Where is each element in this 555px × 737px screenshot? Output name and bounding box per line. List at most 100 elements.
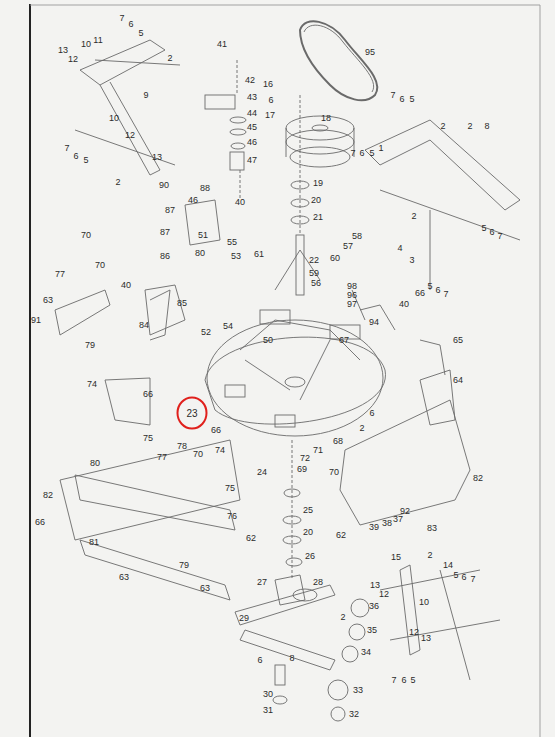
callout-number: 7 — [63, 143, 70, 153]
callout-number: 2 — [166, 53, 173, 63]
callout-number: 13 — [57, 45, 69, 55]
callout-number: 3 — [408, 255, 415, 265]
callout-number: 6 — [127, 19, 134, 29]
callout-number: 94 — [368, 317, 380, 327]
callout-number: 14 — [442, 560, 454, 570]
callout-number: 7 — [349, 148, 356, 158]
callout-number: 44 — [246, 108, 258, 118]
callout-number: 5 — [452, 570, 459, 580]
callout-number: 12 — [124, 130, 136, 140]
callout-number: 55 — [226, 237, 238, 247]
callout-number: 70 — [328, 467, 340, 477]
callout-number: 41 — [216, 39, 228, 49]
callout-number: 11 — [92, 35, 103, 45]
callout-number: 56 — [310, 278, 322, 288]
callout-number: 7 — [469, 574, 476, 584]
callout-number: 7 — [118, 13, 125, 23]
callout-number: 20 — [310, 195, 322, 205]
callout-number: 24 — [256, 467, 268, 477]
callout-number: 82 — [42, 490, 54, 500]
callout-number: 87 — [159, 227, 171, 237]
callout-number: 2 — [358, 423, 365, 433]
callout-number: 39 — [368, 522, 380, 532]
callout-number: 90 — [158, 180, 170, 190]
callout-number: 80 — [89, 458, 101, 468]
callout-number: 40 — [120, 280, 132, 290]
callout-number: 6 — [400, 675, 407, 685]
callout-number: 34 — [360, 647, 372, 657]
callout-number: 60 — [329, 253, 341, 263]
callout-number: 23 — [186, 408, 197, 419]
callout-number: 10 — [80, 39, 92, 49]
callout-number: 4 — [396, 243, 403, 253]
callout-number: 75 — [224, 483, 236, 493]
callout-number: 80 — [194, 248, 206, 258]
callout-number: 79 — [178, 560, 190, 570]
callout-number: 12 — [67, 54, 79, 64]
callout-number: 7 — [390, 675, 397, 685]
callout-number: 66 — [210, 425, 222, 435]
callout-number: 12 — [378, 589, 390, 599]
callout-number: 66 — [414, 288, 426, 298]
callout-number: 61 — [253, 249, 265, 259]
callout-number: 62 — [245, 533, 257, 543]
callout-number: 91 — [30, 315, 42, 325]
callout-number: 58 — [351, 231, 363, 241]
callout-number: 6 — [358, 148, 365, 158]
callout-number: 40 — [234, 197, 246, 207]
callout-number: 31 — [262, 705, 274, 715]
callout-number: 2 — [410, 211, 417, 221]
callout-number: 6 — [398, 94, 405, 104]
callout-number: 27 — [256, 577, 268, 587]
callout-number: 32 — [348, 709, 360, 719]
callout-number: 38 — [381, 518, 393, 528]
callout-number: 82 — [472, 473, 484, 483]
callout-number: 42 — [244, 75, 256, 85]
callout-number: 46 — [246, 137, 258, 147]
callout-number: 17 — [264, 110, 276, 120]
callout-number: 10 — [108, 113, 120, 123]
callout-number: 12 — [408, 627, 420, 637]
callout-number: 9 — [142, 90, 149, 100]
callout-number: 35 — [366, 625, 378, 635]
callout-number: 5 — [137, 28, 144, 38]
callout-number: 5 — [426, 281, 433, 291]
callout-number: 6 — [368, 408, 375, 418]
callout-number: 28 — [312, 577, 324, 587]
callout-number: 20 — [302, 527, 314, 537]
callout-number: 45 — [246, 122, 258, 132]
callout-number: 2 — [114, 177, 121, 187]
callout-number: 46 — [187, 195, 199, 205]
callout-number: 86 — [159, 251, 171, 261]
callout-number: 6 — [434, 285, 441, 295]
callout-number: 96 — [346, 290, 358, 300]
callout-number: 13 — [151, 152, 163, 162]
callout-number: 77 — [54, 269, 66, 279]
callout-number: 98 — [346, 281, 358, 291]
callout-number: 6 — [267, 95, 274, 105]
callout-number: 53 — [230, 251, 242, 261]
callout-number: 59 — [308, 268, 320, 278]
callout-number: 2 — [426, 550, 433, 560]
callout-number: 36 — [368, 601, 380, 611]
callout-number: 40 — [398, 299, 410, 309]
callout-number: 43 — [246, 92, 258, 102]
callout-number: 1 — [377, 143, 384, 153]
callout-number: 83 — [426, 523, 438, 533]
callout-number: 75 — [142, 433, 154, 443]
callout-number: 5 — [480, 223, 487, 233]
callout-number: 21 — [312, 212, 324, 222]
callout-number: 74 — [214, 445, 226, 455]
callout-number: 5 — [82, 155, 89, 165]
callout-number: 6 — [460, 572, 467, 582]
callout-number: 70 — [94, 260, 106, 270]
callout-number: 47 — [246, 155, 258, 165]
highlight-circle: 23 — [176, 396, 208, 430]
callout-number: 88 — [199, 183, 211, 193]
callout-number: 63 — [199, 583, 211, 593]
callout-number: 13 — [369, 580, 381, 590]
callout-number: 76 — [226, 511, 238, 521]
callout-number: 54 — [222, 321, 234, 331]
callout-number: 97 — [346, 299, 358, 309]
